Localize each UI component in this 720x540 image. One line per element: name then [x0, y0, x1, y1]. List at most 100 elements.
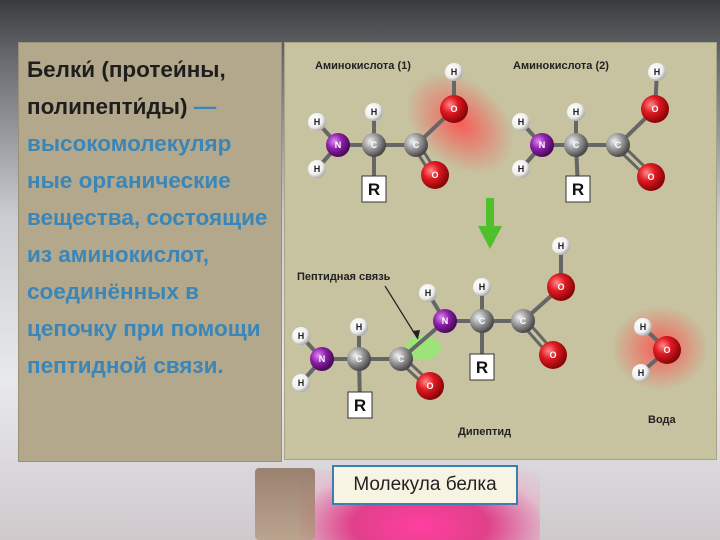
oxygen-atom-label: O: [549, 350, 556, 360]
hydrogen-atom: [648, 63, 666, 81]
background-jar: [255, 468, 315, 540]
hydrogen-atom-label: H: [298, 331, 305, 341]
hydrogen-atom-label: H: [654, 67, 661, 77]
nitrogen-atom: [310, 347, 334, 371]
oxygen-atom: [421, 161, 449, 189]
oxygen-atom: [653, 336, 681, 364]
oxygen-atom-label: O: [557, 282, 564, 292]
radical-label: R: [572, 180, 584, 199]
carbon-atom: [606, 133, 630, 157]
nitrogen-atom: [530, 133, 554, 157]
hydrogen-atom: [512, 113, 530, 131]
radical-box: [469, 353, 495, 381]
carbon-atom-label: C: [356, 354, 363, 364]
definition-text: Белки́ (протеи́ны, полипепти́ды) — высок…: [27, 51, 279, 384]
caption-box: Молекула белка: [332, 465, 518, 505]
definition-dash: —: [187, 94, 217, 119]
carbon-atom: [511, 309, 535, 333]
hydrogen-atom-label: H: [314, 117, 321, 127]
oxygen-atom: [637, 163, 665, 191]
nitrogen-atom-label: N: [539, 140, 546, 150]
carbon-atom-label: C: [398, 354, 405, 364]
hydrogen-atom-label: H: [479, 282, 486, 292]
carbon-atom: [362, 133, 386, 157]
peptide-pointer-head: [412, 330, 420, 339]
reaction-glow: [406, 72, 514, 174]
hydrogen-atom: [419, 284, 437, 302]
hydrogen-atom-label: H: [451, 67, 458, 77]
hydrogen-atom-label: H: [518, 117, 525, 127]
radical-label: R: [354, 396, 366, 415]
hydrogen-atom-label: H: [371, 107, 378, 117]
definition-panel: Белки́ (протеи́ны, полипепти́ды) — высок…: [18, 42, 282, 462]
hydrogen-atom: [552, 237, 570, 255]
hydrogen-atom-label: H: [298, 378, 305, 388]
hydrogen-atom-label: H: [518, 164, 525, 174]
hydrogen-atom-label: H: [314, 164, 321, 174]
hydrogen-atom: [632, 364, 650, 382]
oxygen-atom: [547, 273, 575, 301]
carbon-atom: [404, 133, 428, 157]
reaction-arrow-head: [478, 226, 502, 249]
radical-label: R: [368, 180, 380, 199]
nitrogen-atom: [433, 309, 457, 333]
label-amino-acid-2: Аминокислота (2): [513, 60, 609, 72]
nitrogen-atom-label: N: [442, 316, 449, 326]
oxygen-atom-label: O: [426, 381, 433, 391]
oxygen-atom: [416, 372, 444, 400]
label-amino-acid-1: Аминокислота (1): [315, 60, 411, 72]
radical-box: [565, 175, 591, 203]
hydrogen-atom: [292, 327, 310, 345]
peptide-pointer: [384, 285, 419, 340]
nitrogen-atom: [326, 133, 350, 157]
oxygen-atom-label: O: [431, 170, 438, 180]
hydrogen-atom-label: H: [558, 241, 565, 251]
oxygen-atom-label: O: [450, 104, 457, 114]
label-peptide-bond: Пептидная связь: [297, 271, 391, 283]
nitrogen-atom-label: N: [335, 140, 342, 150]
hydrogen-atom: [350, 318, 368, 336]
hydrogen-atom: [365, 103, 383, 121]
hydrogen-atom-label: H: [356, 322, 363, 332]
hydrogen-atom: [445, 63, 463, 81]
hydrogen-atom-label: H: [425, 288, 432, 298]
hydrogen-atom-label: H: [640, 322, 647, 332]
hydrogen-atom: [512, 160, 530, 178]
hydrogen-atom: [634, 318, 652, 336]
carbon-atom: [470, 309, 494, 333]
radical-box: [347, 391, 373, 419]
carbon-atom-label: C: [573, 140, 580, 150]
carbon-atom-label: C: [413, 140, 420, 150]
hydrogen-atom: [308, 113, 326, 131]
carbon-atom-label: C: [615, 140, 622, 150]
dipeptide-svg: Аминокислота (1) Аминокислота (2) Пептидна…: [292, 60, 708, 438]
carbon-atom-label: C: [520, 316, 527, 326]
dipeptide-diagram: Аминокислота (1) Аминокислота (2) Пептидна…: [284, 42, 717, 460]
carbon-atom: [389, 347, 413, 371]
carbon-atom-label: C: [371, 140, 378, 150]
oxygen-atom-label: O: [647, 172, 654, 182]
carbon-atom: [564, 133, 588, 157]
oxygen-atom: [539, 341, 567, 369]
radical-box: [361, 175, 387, 203]
definition-term: Белки́ (протеи́ны, полипепти́ды): [27, 57, 226, 119]
hydrogen-atom-label: H: [573, 107, 580, 117]
nitrogen-atom-label: N: [319, 354, 326, 364]
oxygen-atom: [440, 95, 468, 123]
hydrogen-atom: [308, 160, 326, 178]
label-dipeptide: Дипептид: [458, 426, 511, 438]
carbon-atom: [347, 347, 371, 371]
hydrogen-atom: [292, 374, 310, 392]
oxygen-atom-label: O: [651, 104, 658, 114]
oxygen-atom: [641, 95, 669, 123]
label-water: Вода: [648, 414, 677, 426]
hydrogen-atom-label: H: [638, 368, 645, 378]
oxygen-atom-label: O: [663, 345, 670, 355]
peptide-glow: [405, 336, 441, 360]
hydrogen-atom: [567, 103, 585, 121]
definition-highlight: высокомолекуляр ные органические веществ…: [27, 131, 268, 378]
radical-label: R: [476, 358, 488, 377]
reaction-arrow-shaft: [486, 198, 494, 228]
hydrogen-atom: [473, 278, 491, 296]
carbon-atom-label: C: [479, 316, 486, 326]
